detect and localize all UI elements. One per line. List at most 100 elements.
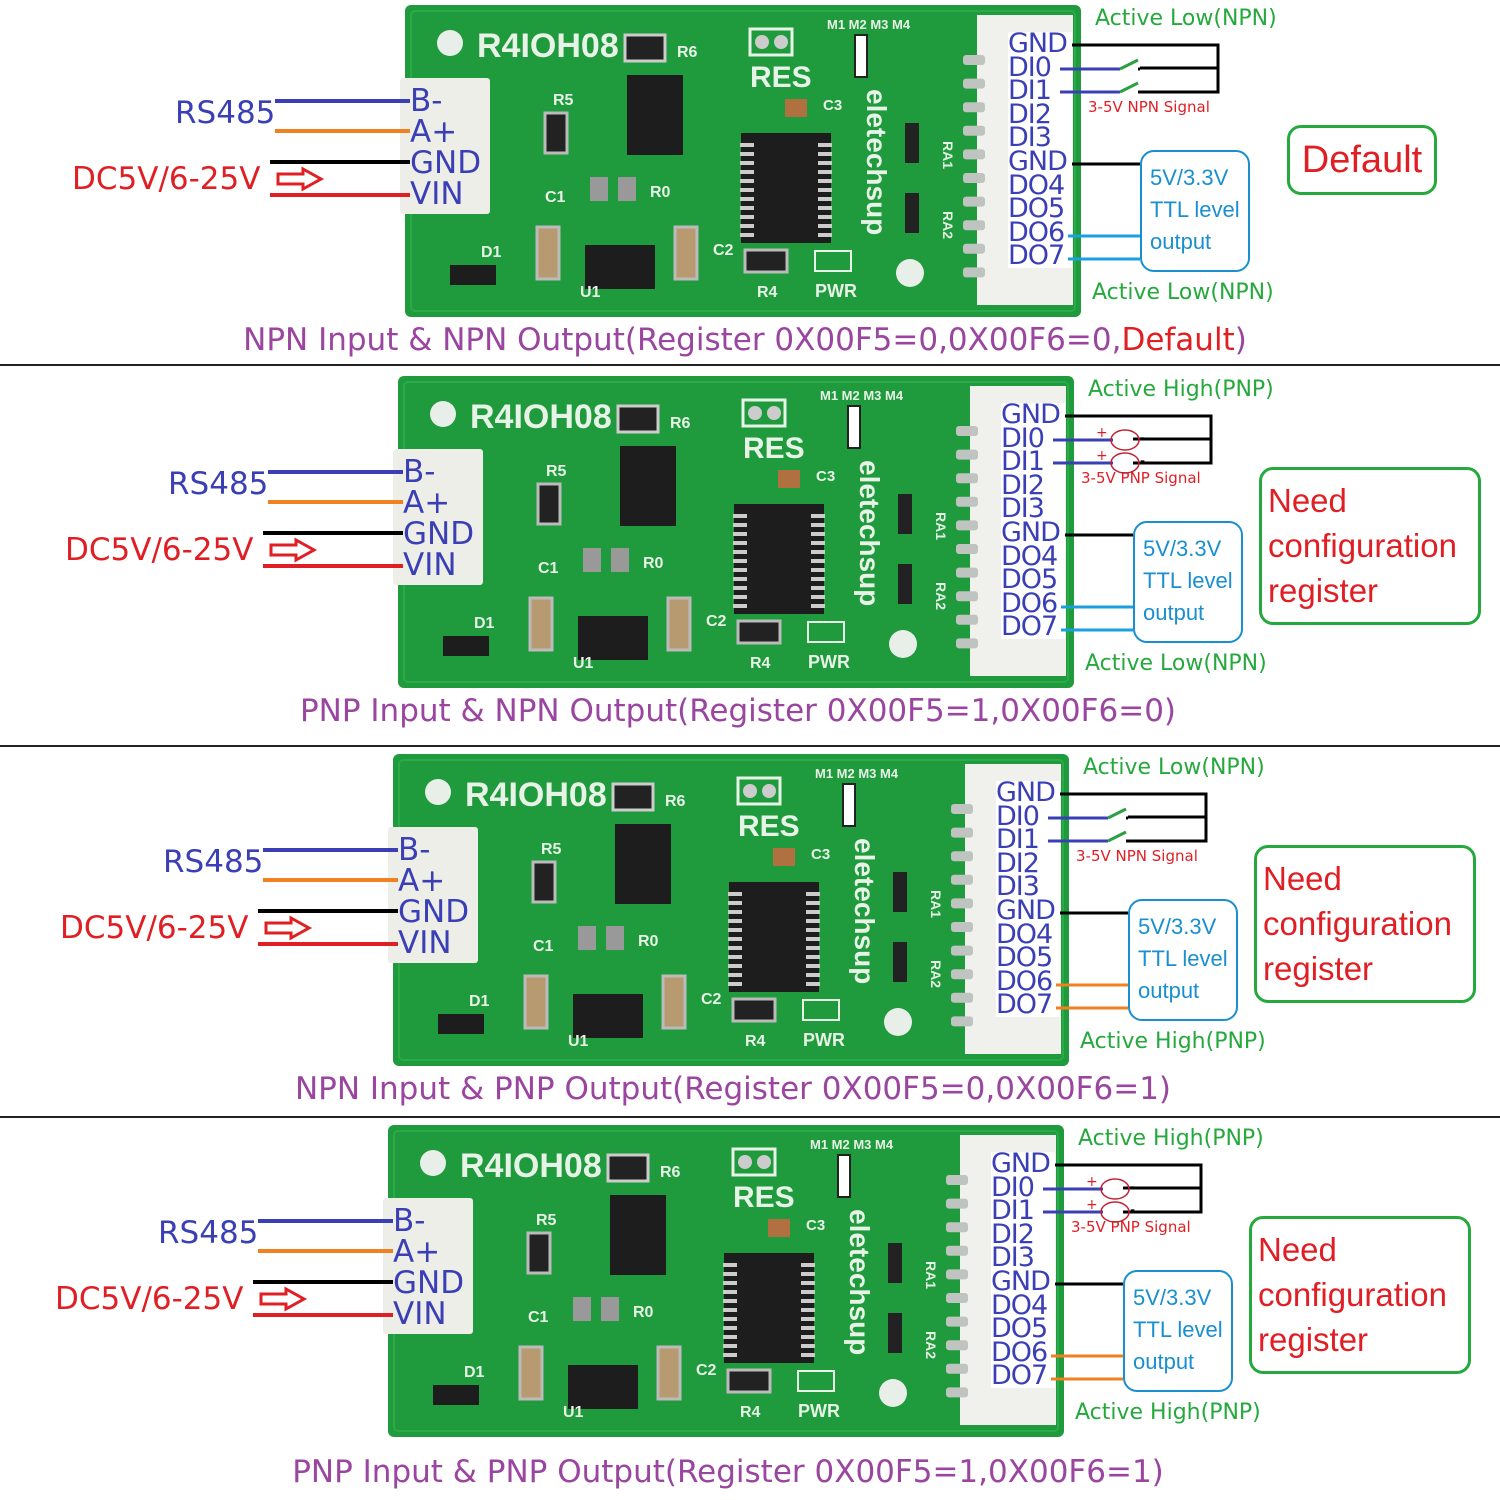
pin-label: GND (1001, 399, 1061, 430)
mode-caption: PNP Input & NPN Output(Register 0X00F5=1… (0, 693, 1483, 729)
svg-text:M1 M2 M3 M4: M1 M2 M3 M4 (810, 1137, 894, 1152)
switch-icon (1107, 807, 1127, 843)
svg-text:+: + (1086, 1174, 1098, 1190)
svg-text:eletechsup: eletechsup (854, 460, 885, 606)
svg-text:R6: R6 (660, 1164, 681, 1181)
svg-text:M1 M2 M3 M4: M1 M2 M3 M4 (827, 17, 911, 32)
svg-text:C2: C2 (696, 1362, 717, 1379)
caption-text: NPN Input & NPN Output(Register 0X00F5=0… (243, 322, 1122, 358)
pin-label: GND (1008, 145, 1068, 177)
pin-label: DO7 (991, 1360, 1048, 1392)
rs485-label: RS485 (168, 466, 269, 502)
signal-wiring (1048, 792, 1208, 1010)
caption-default: Default (1121, 322, 1235, 358)
pin-label: DO6 (996, 965, 1053, 997)
svg-text:PWR: PWR (815, 281, 857, 301)
panel-divider (0, 1116, 1500, 1118)
svg-text:RA1: RA1 (923, 1261, 939, 1289)
input-signal-label: 3-5V NPN Signal (1076, 847, 1198, 865)
pin-label: DO4 (1008, 169, 1065, 201)
pin-label: A+ (393, 1234, 441, 1270)
svg-text:R4: R4 (750, 655, 771, 672)
input-active-label: Active High(PNP) (1078, 1126, 1264, 1151)
pin-label: VIN (393, 1296, 447, 1332)
svg-text:RES: RES (750, 61, 812, 94)
svg-text:RA2: RA2 (928, 960, 944, 988)
svg-text:+: + (1096, 425, 1108, 441)
svg-text:U1: U1 (568, 1033, 589, 1050)
pin-label: GND (393, 1265, 465, 1301)
right-arrow-icon (264, 915, 313, 941)
pin-label: DO5 (991, 1313, 1048, 1345)
svg-text:C3: C3 (811, 846, 830, 863)
pin-label: DI2 (1008, 98, 1052, 130)
pin-label: DI1 (991, 1195, 1035, 1227)
right-arrow-icon (269, 537, 318, 563)
pcb-board-image: R4IOH08 R6 RES M1 M2 M3 M4 R5 R0 C1 D1 U… (398, 376, 1074, 688)
svg-text:RA1: RA1 (928, 890, 944, 918)
svg-text:R0: R0 (638, 933, 659, 950)
pin-label: DI3 (1001, 493, 1045, 525)
pin-label: DI0 (996, 800, 1040, 832)
config-note: Need configuration register (1249, 1216, 1471, 1374)
svg-text:U1: U1 (580, 284, 601, 301)
caption-text: PNP Input & NPN Output(Register 0X00F5=1… (299, 693, 1177, 729)
gnd-wire (263, 531, 403, 535)
rs485-b-wire (268, 470, 403, 474)
output-box-line: TTL level (1133, 1317, 1223, 1342)
panel-pnp-in-npn-out: R4IOH08 R6 RES M1 M2 M3 M4 R5 R0 C1 D1 U… (0, 371, 1493, 743)
svg-text:eletechsup: eletechsup (861, 89, 892, 235)
output-box-line: output (1133, 1349, 1195, 1374)
svg-text:R0: R0 (633, 1304, 654, 1321)
pin-label: DI1 (996, 824, 1040, 856)
pin-label: DI0 (1001, 422, 1045, 454)
vin-wire (270, 193, 410, 197)
svg-text:C1: C1 (538, 560, 559, 577)
rs485-label: RS485 (163, 844, 264, 880)
config-note: Need configuration register (1254, 845, 1476, 1003)
svg-text:RA2: RA2 (933, 582, 949, 610)
output-active-label: Active High(PNP) (1075, 1400, 1261, 1425)
svg-text:RA2: RA2 (940, 211, 956, 239)
input-active-label: Active Low(NPN) (1095, 6, 1277, 31)
pin-label: GND (1001, 516, 1061, 548)
pin-label: VIN (398, 925, 452, 961)
output-box-line: TTL level (1150, 197, 1240, 222)
pin-label: DO6 (1001, 587, 1058, 619)
svg-text:R4: R4 (740, 1404, 761, 1421)
svg-text:C2: C2 (713, 242, 734, 259)
mode-caption: NPN Input & NPN Output(Register 0X00F5=0… (0, 322, 1490, 358)
svg-text:PWR: PWR (798, 1401, 840, 1421)
svg-text:R6: R6 (677, 44, 698, 61)
output-active-label: Active Low(NPN) (1092, 280, 1274, 305)
pin-label: DI3 (991, 1242, 1035, 1274)
svg-text:C3: C3 (816, 468, 835, 485)
pcb-board-image: R4IOH08 R6 RES M1 M2 M3 M4 R5 R0 C1 D1 U… (393, 754, 1069, 1066)
svg-text:C2: C2 (701, 991, 722, 1008)
rs485-b-wire (263, 848, 398, 852)
pin-label: A+ (398, 863, 446, 899)
svg-text:D1: D1 (474, 615, 495, 632)
panel-pnp-in-pnp-out: R4IOH08 R6 RES M1 M2 M3 M4 R5 R0 C1 D1 U… (0, 1120, 1483, 1492)
pin-label: DO4 (1001, 540, 1058, 572)
pin-label: DO4 (991, 1289, 1048, 1321)
output-box-line: output (1150, 229, 1212, 254)
svg-text:D1: D1 (464, 1364, 485, 1381)
output-box-line: TTL level (1138, 946, 1228, 971)
svg-text:-: - (1140, 430, 1145, 446)
vin-wire (258, 942, 398, 946)
svg-text:PWR: PWR (803, 1030, 845, 1050)
svg-text:C2: C2 (706, 613, 727, 630)
pin-label: GND (410, 145, 482, 181)
svg-text:D1: D1 (481, 244, 502, 261)
pin-label: DI3 (996, 871, 1040, 903)
board-model: R4IOH08 (460, 1147, 602, 1185)
svg-text:RA1: RA1 (933, 512, 949, 540)
